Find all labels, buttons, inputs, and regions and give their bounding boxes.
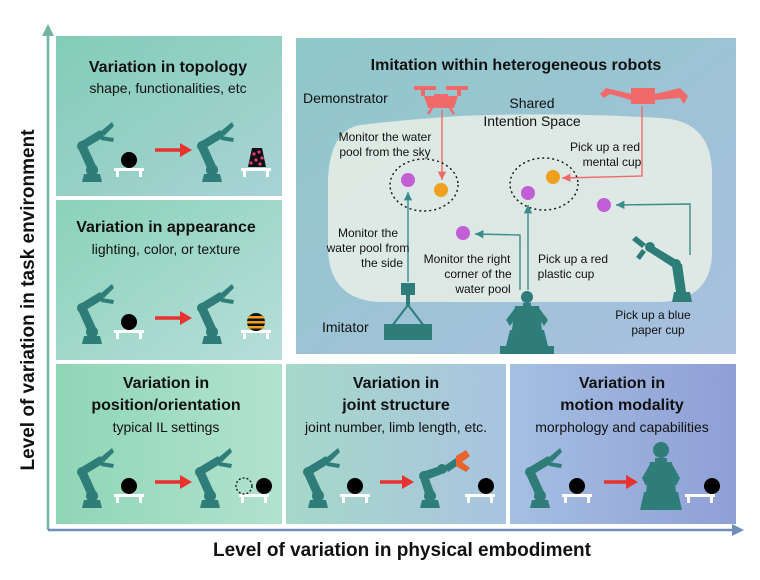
panel-topology: Variation in topology shape, functionali… bbox=[56, 36, 282, 196]
red-arrow-icon bbox=[180, 143, 192, 157]
black-ball-icon bbox=[121, 152, 137, 168]
label-monitor-side-2: water pool from bbox=[326, 241, 410, 255]
humanoid-robot-icon bbox=[640, 442, 682, 510]
intention-point bbox=[434, 183, 448, 197]
y-axis-label: Level of variation in task environment bbox=[18, 129, 39, 471]
demo-arrow-claw bbox=[561, 106, 643, 182]
black-ball-icon bbox=[704, 478, 720, 494]
appearance-subtitle: lighting, color, or texture bbox=[92, 241, 241, 257]
black-ball-icon bbox=[478, 478, 494, 494]
panel-motion: Variation in motion modality morphology … bbox=[510, 364, 736, 524]
position-title-line1: Variation in bbox=[123, 375, 209, 392]
motion-title-line2: motion modality bbox=[560, 397, 684, 414]
black-ball-icon bbox=[121, 314, 137, 330]
topology-subtitle: shape, functionalities, etc bbox=[89, 80, 246, 96]
intention-point bbox=[456, 226, 470, 240]
intention-point bbox=[401, 173, 415, 187]
joint-subtitle: joint number, limb length, etc. bbox=[304, 419, 487, 435]
label-pick-red-metal-1: Pick up a red bbox=[570, 140, 640, 154]
label-monitor-side-1: Monitor the bbox=[338, 226, 398, 240]
red-arrow-icon bbox=[180, 475, 192, 489]
panel-joint: Variation in joint structure joint numbe… bbox=[286, 364, 506, 524]
black-ball-icon bbox=[569, 478, 585, 494]
hetero-title: Imitation within heterogeneous robots bbox=[371, 57, 662, 74]
intention-point bbox=[521, 186, 535, 200]
label-monitor-side-3: the side bbox=[361, 256, 403, 270]
position-subtitle: typical IL settings bbox=[113, 419, 220, 435]
panel-position: Variation in position/orientation typica… bbox=[56, 364, 282, 524]
imitator-label: Imitator bbox=[322, 319, 369, 335]
dotted-cup-icon bbox=[248, 148, 266, 167]
claw-demonstrator-icon bbox=[600, 88, 688, 104]
appearance-title: Variation in appearance bbox=[76, 219, 256, 236]
imitator-arrow-humanoid-2 bbox=[474, 229, 521, 290]
label-monitor-sky-1: Monitor the water bbox=[339, 130, 432, 144]
panel-heterogeneous: Imitation within heterogeneous robots Sh… bbox=[296, 38, 736, 354]
position-title-line2: position/orientation bbox=[91, 397, 240, 414]
red-arrow-icon bbox=[180, 311, 192, 325]
label-monitor-sky-2: pool from the sky bbox=[339, 145, 430, 159]
shared-label-line1: Shared bbox=[509, 95, 554, 111]
red-arrow-icon bbox=[402, 475, 414, 489]
modified-arm-icon bbox=[419, 450, 470, 508]
shared-intention-space bbox=[328, 114, 712, 303]
shared-label-line2: Intention Space bbox=[483, 113, 581, 129]
motion-subtitle: morphology and capabilities bbox=[535, 419, 709, 435]
ghost-ball-icon bbox=[235, 477, 253, 495]
intention-cluster-sky bbox=[389, 158, 459, 212]
label-monitor-corner-2: corner of the bbox=[444, 267, 512, 281]
label-monitor-corner-3: water pool bbox=[454, 282, 510, 296]
demonstrator-label: Demonstrator bbox=[303, 90, 388, 106]
humanoid-imitator-icon bbox=[500, 291, 554, 354]
label-pick-red-plastic-1: Pick up a red bbox=[538, 252, 608, 266]
red-arrow-icon bbox=[626, 475, 638, 489]
black-ball-icon bbox=[121, 478, 137, 494]
motion-title-line1: Variation in bbox=[579, 375, 665, 392]
topology-title: Variation in topology bbox=[89, 59, 247, 76]
black-ball-icon bbox=[347, 478, 363, 494]
panel-appearance: Variation in appearance lighting, color,… bbox=[56, 200, 282, 360]
black-ball-icon bbox=[256, 478, 272, 494]
joint-title-line2: joint structure bbox=[341, 397, 450, 414]
label-pick-blue-paper-1: Pick up a blue bbox=[615, 308, 691, 322]
imitator-arrow-arm bbox=[615, 200, 691, 255]
y-axis bbox=[42, 24, 54, 530]
intention-point bbox=[597, 198, 611, 212]
label-monitor-corner-1: Monitor the right bbox=[424, 252, 511, 266]
x-axis-label: Level of variation in physical embodimen… bbox=[213, 540, 592, 561]
arm-imitator-icon bbox=[632, 236, 692, 302]
label-pick-red-metal-2: mental cup bbox=[583, 155, 642, 169]
joint-title-line1: Variation in bbox=[353, 375, 439, 392]
drone-icon bbox=[414, 86, 468, 115]
intention-point bbox=[546, 170, 560, 184]
label-pick-blue-paper-2: paper cup bbox=[631, 323, 685, 337]
tower-robot-icon bbox=[384, 283, 432, 340]
intention-cluster-red-cup bbox=[509, 157, 579, 211]
label-pick-red-plastic-2: plastic cup bbox=[538, 267, 595, 281]
x-axis bbox=[48, 524, 744, 536]
